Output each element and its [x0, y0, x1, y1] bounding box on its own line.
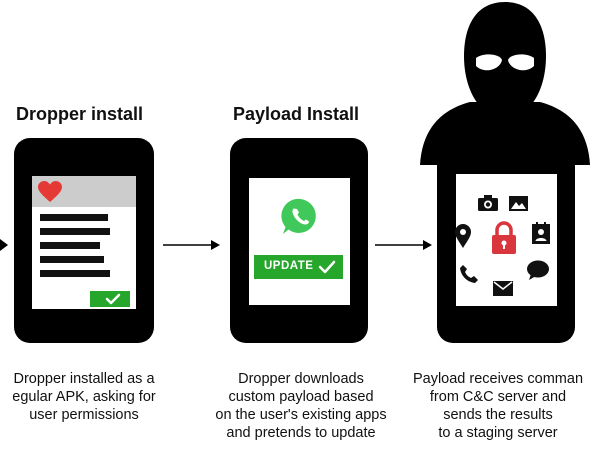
envelope-icon	[493, 281, 513, 296]
text-line	[40, 214, 108, 221]
checkmark-icon	[105, 293, 121, 305]
heading-dropper-install: Dropper install	[16, 104, 144, 124]
caption-line: to a staging server	[438, 425, 558, 441]
image-icon	[509, 196, 528, 211]
caption-line: Dropper downloads	[238, 371, 364, 387]
caption-line: user permissions	[29, 407, 139, 423]
caption-line: Payload receives comman	[412, 371, 584, 387]
heart-icon	[38, 181, 62, 203]
map-pin-icon	[455, 224, 471, 248]
checkmark-icon	[318, 260, 336, 274]
caption-dropper: Dropper installed as a egular APK, askin…	[0, 370, 174, 424]
contact-card-icon	[532, 222, 550, 244]
caption-cc: Payload receives comman from C&C server …	[398, 370, 598, 442]
lock-icon	[489, 220, 519, 256]
text-line	[40, 228, 110, 235]
caption-line: egular APK, asking for	[12, 389, 156, 405]
caption-line: custom payload based	[228, 389, 374, 405]
caption-line: and pretends to update	[226, 425, 376, 441]
phone-cc-screen	[455, 174, 557, 306]
arrow-entering	[0, 238, 10, 252]
text-line	[40, 270, 110, 277]
phone-payload-screen: UPDATE	[249, 178, 350, 305]
text-line	[40, 256, 104, 263]
phone-dropper-screen	[32, 176, 136, 309]
whatsapp-icon	[279, 196, 321, 238]
caption-line: Dropper installed as a	[13, 371, 155, 387]
caption-line: from C&C server and	[429, 389, 567, 405]
phone-dropper	[14, 138, 154, 343]
phone-icon	[459, 264, 479, 284]
arrow-dropper-to-payload	[163, 238, 221, 252]
text-line	[40, 242, 100, 249]
caption-line: on the user's existing apps	[215, 407, 387, 423]
caption-payload: Dropper downloads custom payload based o…	[206, 370, 396, 442]
accept-button[interactable]	[90, 291, 130, 307]
arrow-payload-to-cc	[375, 238, 433, 252]
update-button[interactable]: UPDATE	[254, 255, 343, 279]
phone-payload: UPDATE	[230, 138, 368, 343]
chat-bubble-icon	[527, 260, 549, 280]
caption-line: sends the results	[443, 407, 553, 423]
heading-payload-install: Payload Install	[233, 104, 360, 124]
phone-cc	[437, 138, 575, 343]
update-button-label: UPDATE	[264, 260, 314, 272]
camera-icon	[478, 195, 498, 211]
